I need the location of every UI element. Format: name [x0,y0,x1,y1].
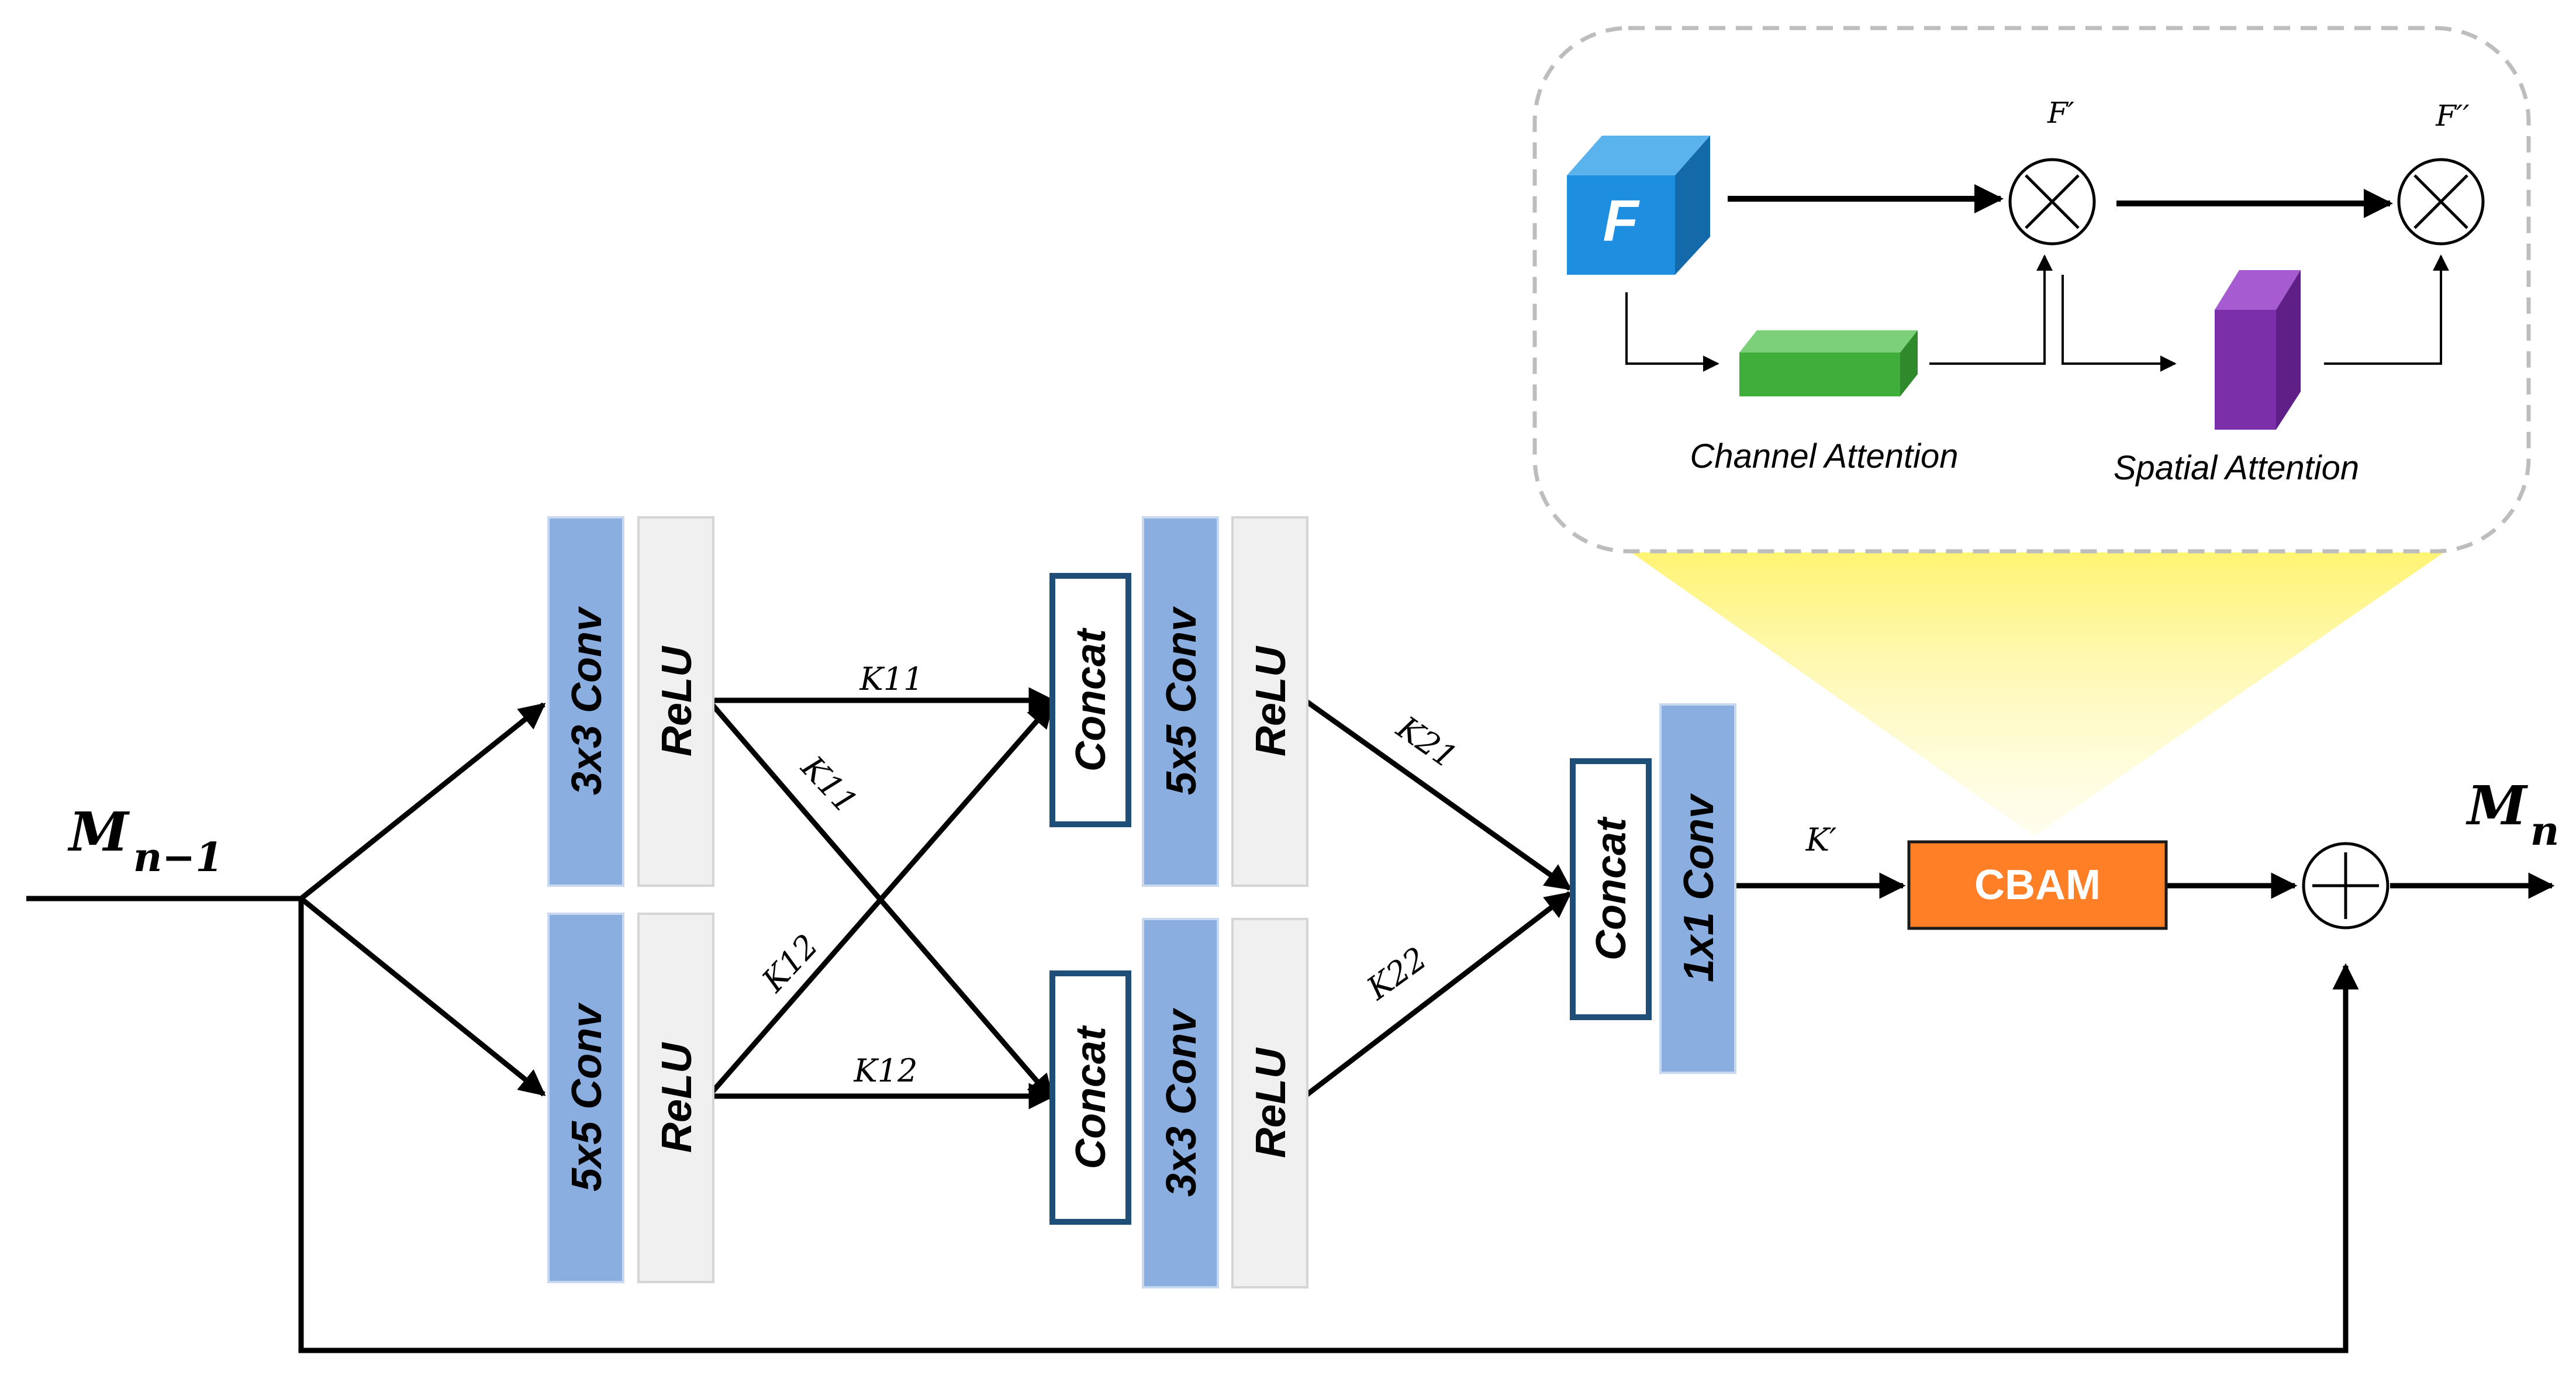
branch2-relu-label: ReLU [654,1042,700,1153]
stage2-bottom-concat-block [1049,970,1131,1225]
stage2-top-concat-block [1049,573,1131,827]
cbam-detail-panel [1532,26,2531,554]
feature-cube-icon [1567,136,1710,275]
branch2-conv-label: 5x5 Conv [564,1002,610,1191]
stage2-bottom-conv-block [1142,918,1219,1288]
cbam-spotlight [1631,552,2444,836]
stage2-bottom-relu-label: ReLU [1248,1047,1294,1158]
branch1-relu-label: ReLU [654,645,700,756]
edge-label-k11-straight: K11 [859,661,923,697]
cbam-label: CBAM [1974,862,2101,908]
fusion-concat-label: Concat [1588,816,1635,961]
edge-label-k-prime: K′ [1805,821,1837,858]
channel-attention-icon [1739,330,1918,396]
spatial-attention-label: Spatial Attention [2114,449,2359,487]
f-prime-label: F′ [2047,96,2075,130]
f-double-prime-label: F′′ [2435,99,2470,133]
branch2-conv-block [547,913,624,1283]
spatial-attention-icon [2215,270,2301,430]
edge-label-k22: K22 [1360,939,1434,1007]
branch1-conv-label: 3x3 Conv [564,606,610,795]
multiply-node-1-icon [2008,158,2096,246]
stage2-top-conv-label: 5x5 Conv [1158,606,1205,795]
stage2-top-concat-label: Concat [1068,627,1114,772]
branch1-relu-block [637,516,714,887]
fusion-conv-block [1659,703,1736,1074]
stage2-top-relu-label: ReLU [1248,645,1294,756]
edge-label-k12-straight: K12 [853,1052,917,1089]
stage2-top-conv-block [1142,516,1219,887]
branch1-conv-block [547,516,624,887]
fusion-concat-block [1570,758,1652,1020]
multiply-node-2-icon [2397,158,2485,246]
stage2-top-relu-block [1231,516,1308,887]
fusion-conv-label: 1x1 Conv [1676,793,1722,982]
stage2-bottom-concat-label: Concat [1068,1025,1114,1169]
branch2-relu-block [637,913,714,1283]
cbam-detail-arrows [1625,184,2449,372]
stage2-bottom-conv-label: 3x3 Conv [1158,1007,1205,1197]
cbam-block [1907,840,2168,930]
main-flow-arrows [26,687,2555,1353]
feature-cube-label: F [1603,188,1640,254]
output-label: Mn [2465,774,2559,855]
add-node-icon [2302,842,2389,930]
edge-label-k12-cross: K12 [755,927,826,999]
channel-attention-label: Channel Attention [1690,437,1959,475]
stage2-bottom-relu-block [1231,918,1308,1288]
